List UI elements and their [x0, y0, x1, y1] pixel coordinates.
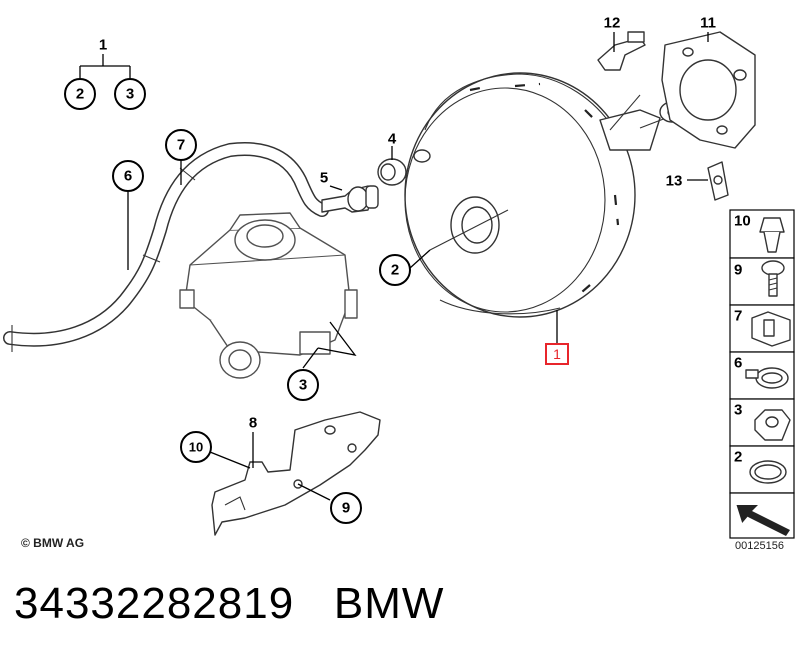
callout-5: 5	[320, 170, 328, 187]
clip	[597, 31, 646, 71]
brake-booster-diagram: 1 2 3 6 7 5 4 2 3 1 8 10 9	[3, 15, 795, 552]
callout-2-top[interactable]: 2	[64, 78, 96, 110]
legend-num-3: 3	[734, 402, 742, 419]
screw-icon	[761, 260, 785, 297]
parts-legend: 10 9 7 6 3 2	[729, 209, 795, 539]
bracket	[211, 411, 381, 536]
label-7: 7	[177, 137, 185, 154]
leader-lines	[79, 32, 709, 501]
direction-arrow-icon	[735, 504, 790, 536]
callout-13: 13	[666, 173, 683, 190]
callout-2-mid[interactable]: 2	[379, 254, 411, 286]
label-13: 13	[666, 173, 683, 190]
part-number: 34332282819	[14, 579, 295, 628]
callout-10-bottom[interactable]: 10	[180, 431, 212, 463]
label-2-mid: 2	[391, 262, 399, 279]
label-4: 4	[388, 131, 397, 148]
label-3-top: 3	[126, 86, 134, 103]
master-cylinder	[179, 212, 358, 379]
callout-12: 12	[604, 15, 621, 32]
grommet-icon	[751, 311, 791, 347]
legend-num-6: 6	[734, 355, 742, 372]
brake-booster	[404, 72, 701, 318]
image-code: 00125156	[735, 540, 784, 552]
hose-clamp-icon	[745, 367, 789, 389]
label-5: 5	[320, 170, 328, 187]
check-valve	[321, 185, 379, 213]
callout-6[interactable]: 6	[112, 160, 144, 192]
label-3-mid: 3	[299, 377, 307, 394]
clamp	[707, 161, 729, 201]
callout-8: 8	[249, 415, 257, 432]
grommet	[377, 158, 407, 186]
vacuum-hose	[3, 142, 329, 352]
callout-9-bottom[interactable]: 9	[330, 492, 362, 524]
label-1: 1	[99, 37, 107, 54]
o-ring-icon	[749, 460, 787, 484]
callout-3-mid[interactable]: 3	[287, 369, 319, 401]
label-12: 12	[604, 15, 621, 32]
label-9-bottom: 9	[342, 500, 350, 517]
brand-name: BMW	[333, 579, 445, 628]
legend-num-10: 10	[734, 213, 751, 230]
legend-num-7: 7	[734, 308, 742, 325]
part-number-caption: 34332282819 BMW	[14, 582, 444, 626]
label-2-top: 2	[76, 86, 84, 103]
callout-1-highlight[interactable]: 1	[545, 343, 569, 365]
label-10-bottom: 10	[189, 440, 203, 455]
legend-num-2: 2	[734, 449, 742, 466]
label-1-highlight: 1	[553, 346, 561, 362]
label-11: 11	[700, 15, 716, 32]
copyright-text: © BMW AG	[21, 536, 84, 550]
callout-4: 4	[388, 131, 397, 148]
callout-11: 11	[700, 15, 716, 32]
label-8: 8	[249, 415, 257, 432]
push-clip-icon	[759, 217, 785, 253]
callout-7[interactable]: 7	[165, 129, 197, 161]
label-6: 6	[124, 168, 132, 185]
callout-1: 1	[99, 37, 107, 54]
legend-num-9: 9	[734, 262, 742, 279]
callout-3-top[interactable]: 3	[114, 78, 146, 110]
hex-nut-icon	[754, 409, 791, 441]
gasket	[661, 31, 756, 149]
